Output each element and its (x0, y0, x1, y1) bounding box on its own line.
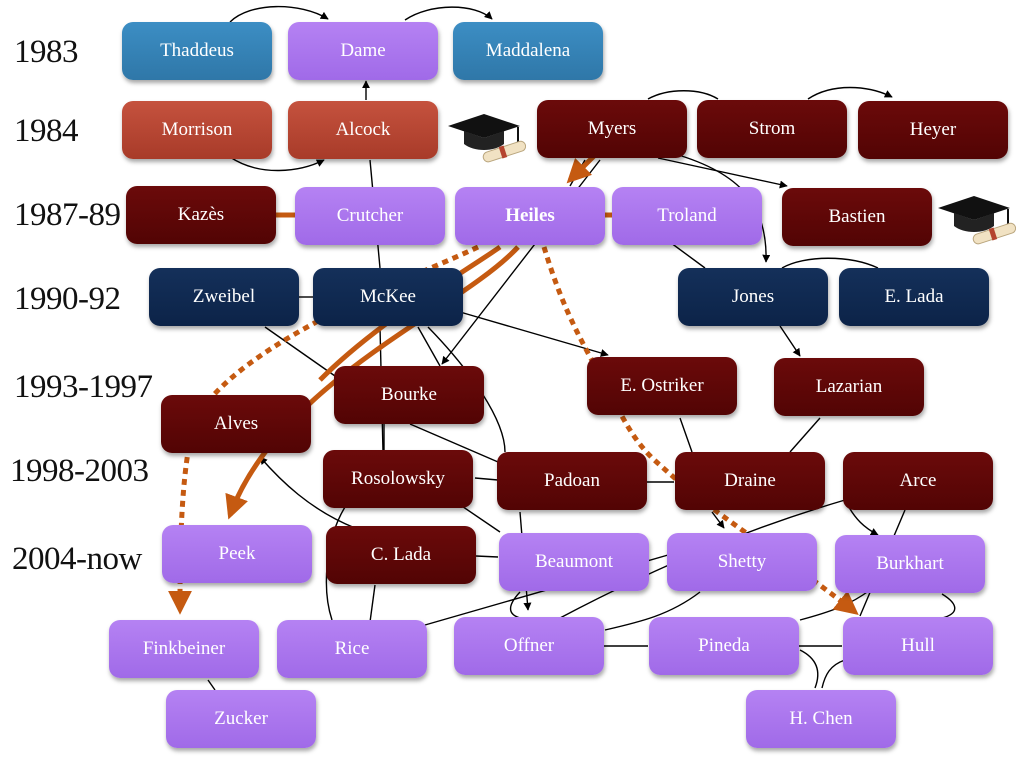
edge-clada-beaumont (475, 555, 499, 558)
node-maddalena[interactable]: Maddalena (453, 22, 603, 80)
node-finkbeiner[interactable]: Finkbeiner (109, 620, 259, 678)
node-alcock[interactable]: Alcock (288, 101, 438, 159)
node-troland[interactable]: Troland (612, 187, 762, 245)
path-heiles-peek (225, 245, 520, 520)
edge-beaumont-offner (509, 591, 521, 619)
year-label: 1987-89 (14, 197, 121, 233)
node-rosolowsky[interactable]: Rosolowsky (323, 450, 473, 508)
year-label: 1984 (14, 113, 79, 149)
node-arce[interactable]: Arce (843, 452, 993, 510)
edge-thaddeus-dame (229, 5, 329, 23)
node-bourke[interactable]: Bourke (334, 366, 484, 424)
edge-lazarian-jones (779, 325, 801, 357)
edge-bourke-padoan (409, 423, 506, 466)
node-kazes[interactable]: Kazès (126, 186, 276, 244)
node-zucker[interactable]: Zucker (166, 690, 316, 748)
node-clada[interactable]: C. Lada (326, 526, 476, 584)
edge-lazarian-draine (789, 417, 821, 453)
node-heiles[interactable]: Heiles (455, 187, 605, 245)
edge-eostriker-draine (679, 417, 693, 453)
edge-shetty-offner (604, 591, 701, 631)
node-morrison[interactable]: Morrison (122, 101, 272, 159)
node-eostriker[interactable]: E. Ostriker (587, 357, 737, 415)
node-jones[interactable]: Jones (678, 268, 828, 326)
edge-clada-rice (369, 584, 376, 623)
edge-mckee-bourke (417, 326, 441, 367)
node-beaumont[interactable]: Beaumont (499, 533, 649, 591)
edge-pineda-hchen (799, 649, 819, 689)
edge-rosolowsky-alves (259, 456, 356, 529)
year-label: 1990-92 (14, 281, 121, 317)
node-pineda[interactable]: Pineda (649, 617, 799, 675)
node-hull[interactable]: Hull (843, 617, 993, 675)
edge-myers-strom (647, 90, 719, 100)
edge-morrison-alcock (229, 156, 325, 172)
edge-hull-hchen (821, 659, 846, 689)
node-crutcher[interactable]: Crutcher (295, 187, 445, 245)
node-rice[interactable]: Rice (277, 620, 427, 678)
edge-rosolowsky-padoan (474, 477, 499, 481)
node-shetty[interactable]: Shetty (667, 533, 817, 591)
edge-finkbeiner-zucker (207, 679, 216, 691)
node-dame[interactable]: Dame (288, 22, 438, 80)
edge-strom-heyer (807, 86, 893, 100)
graduation-cap-icon (938, 196, 1016, 245)
edge-draine-shetty (711, 511, 725, 529)
edge-jones-elada (781, 257, 879, 269)
node-alves[interactable]: Alves (161, 395, 311, 453)
year-label: 2004-now (12, 541, 142, 577)
node-zweibel[interactable]: Zweibel (149, 268, 299, 326)
node-mckee[interactable]: McKee (313, 268, 463, 326)
node-strom[interactable]: Strom (697, 100, 847, 158)
edge-myers-bastien (657, 157, 788, 189)
node-padoan[interactable]: Padoan (497, 452, 647, 510)
node-burkhart[interactable]: Burkhart (835, 535, 985, 593)
edge-mckee-eostriker (459, 311, 609, 357)
node-lazarian[interactable]: Lazarian (774, 358, 924, 416)
year-label: 1993-1997 (14, 369, 153, 405)
edge-zweibel-bourke (264, 326, 336, 377)
year-label: 1998-2003 (10, 453, 149, 489)
edge-burkhart-hull (941, 593, 956, 619)
node-bastien[interactable]: Bastien (782, 188, 932, 246)
node-thaddeus[interactable]: Thaddeus (122, 22, 272, 80)
node-peek[interactable]: Peek (162, 525, 312, 583)
node-elada[interactable]: E. Lada (839, 268, 989, 326)
edge-dame-maddalena (404, 6, 493, 21)
node-offner[interactable]: Offner (454, 617, 604, 675)
year-label: 1983 (14, 34, 79, 70)
node-hchen[interactable]: H. Chen (746, 690, 896, 748)
graduation-cap-icon (448, 114, 526, 163)
node-heyer[interactable]: Heyer (858, 101, 1008, 159)
node-draine[interactable]: Draine (675, 452, 825, 510)
path-heiles-hull (541, 246, 859, 615)
node-myers[interactable]: Myers (537, 100, 687, 158)
